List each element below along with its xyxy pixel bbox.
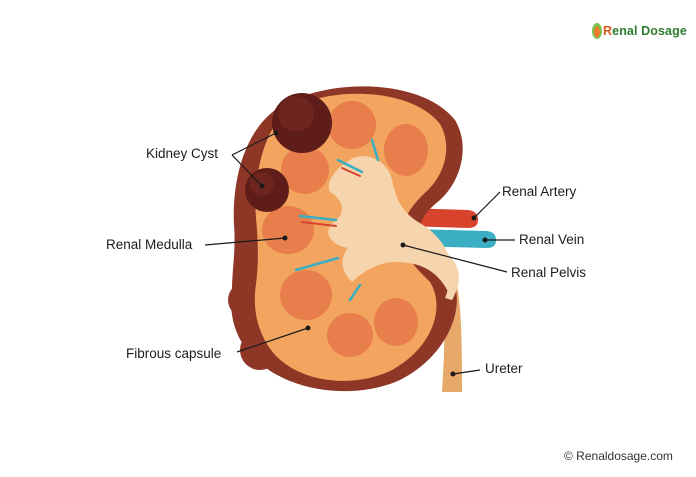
logo-leaf-icon xyxy=(592,23,602,39)
leader-dots xyxy=(259,130,488,377)
label-ureter: Ureter xyxy=(485,361,523,376)
label-kidney-cyst: Kidney Cyst xyxy=(146,146,219,161)
brand-logo[interactable]: Renal Dosage xyxy=(591,20,687,42)
leader-lines xyxy=(204,132,515,375)
brand-initial: R xyxy=(603,24,613,38)
renal-medulla-pyramids xyxy=(262,101,428,357)
label-renal-medulla: Renal Medulla xyxy=(106,237,193,252)
label-fibrous-capsule: Fibrous capsule xyxy=(126,346,222,361)
copyright-text: © Renaldosage.com xyxy=(564,449,673,463)
brand-name: Renal Dosage xyxy=(603,24,687,38)
label-renal-artery: Renal Artery xyxy=(502,184,577,199)
label-renal-pelvis: Renal Pelvis xyxy=(511,265,587,280)
renal-pelvis-shape xyxy=(328,156,455,300)
brand-rest: enal Dosage xyxy=(612,24,687,38)
label-renal-vein: Renal Vein xyxy=(519,232,585,247)
